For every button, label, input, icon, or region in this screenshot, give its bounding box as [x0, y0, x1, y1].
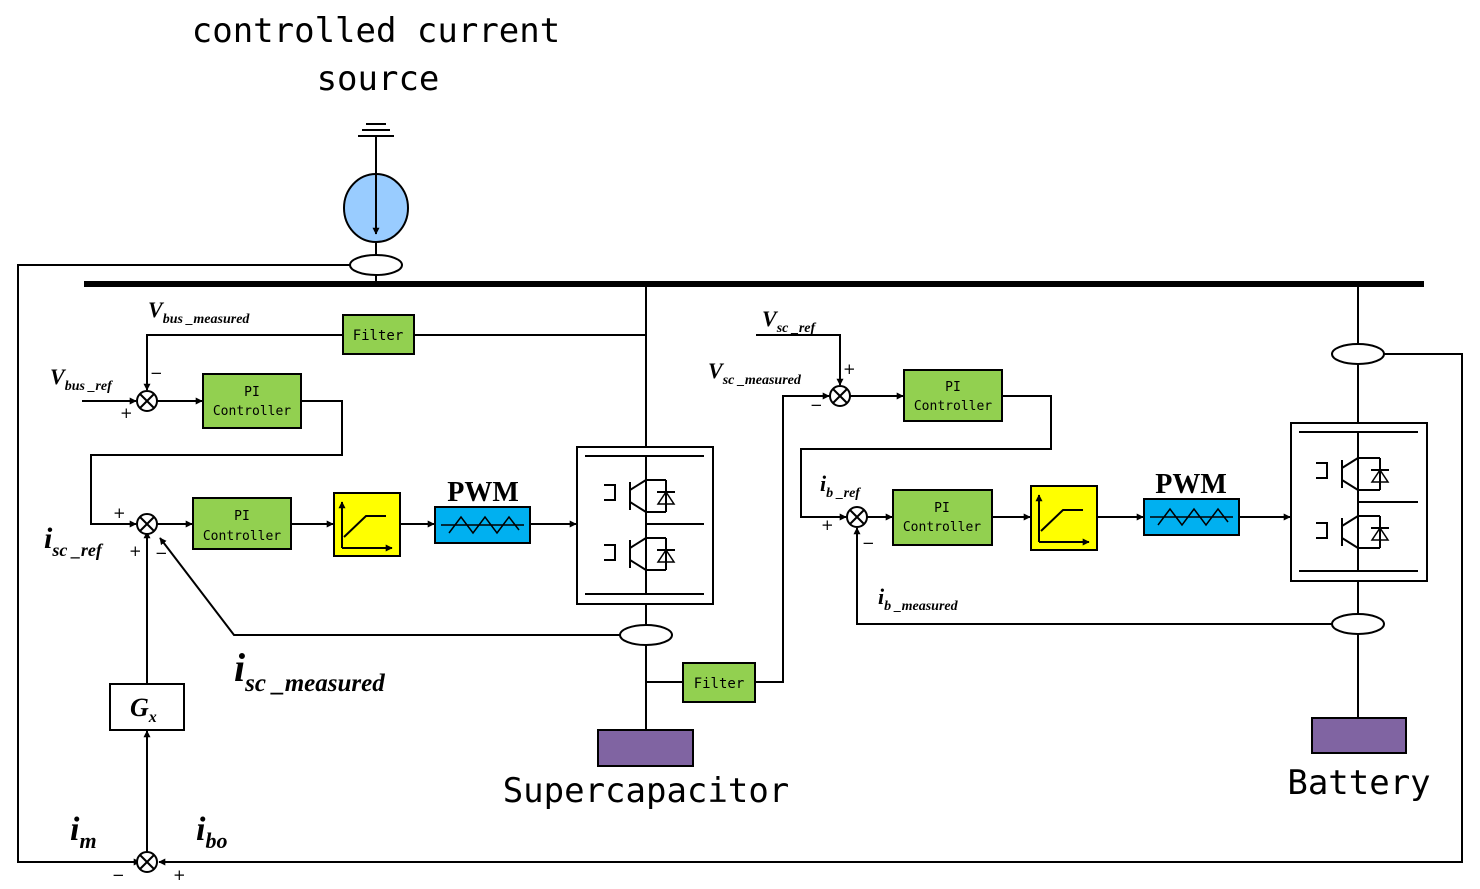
battery-block — [1311, 717, 1407, 754]
isc-ref-label: isc _ref — [44, 522, 104, 560]
title-line-1: controlled current — [192, 11, 560, 51]
pi2-label-1: PI — [234, 509, 250, 524]
ib-measured-wire — [853, 527, 1332, 625]
filter-sc-label: Filter — [694, 676, 745, 692]
gx-block — [109, 683, 185, 731]
isc-measured-label: isc _measured — [234, 645, 385, 697]
sign-isc-plus-bottom: + — [129, 542, 142, 560]
summing-junction-vsc — [829, 385, 851, 407]
ib-measured-label: ib _measured — [878, 584, 959, 614]
pi1-label-2: Controller — [213, 404, 291, 419]
pwm-right-label: PWM — [1155, 469, 1227, 500]
current-sensor-icon — [619, 624, 673, 646]
current-sensor-icon — [1331, 343, 1385, 365]
vbus-ref-label: Vbus _ref — [50, 364, 113, 394]
title-line-2: source — [317, 59, 440, 99]
pi4-label-2: Controller — [903, 520, 981, 535]
sign-ib-plus: + — [821, 516, 834, 534]
filter-bus-label: Filter — [353, 328, 404, 344]
sign-vbus-minus: − — [150, 364, 163, 382]
pi3-label-1: PI — [945, 380, 961, 395]
isc-measured-wire — [159, 537, 620, 636]
vsc-ref-label: Vsc _ref — [762, 306, 817, 336]
sign-vsc-minus: − — [810, 396, 823, 414]
sign-bottom-minus: − — [112, 866, 125, 884]
vbus-measured-label: Vbus _measured — [148, 297, 250, 327]
supercapacitor-label: Supercapacitor — [503, 771, 790, 811]
pi-controller-isc — [192, 497, 292, 550]
current-sensor-icon — [349, 254, 403, 276]
summing-junction-bottom — [136, 851, 158, 873]
sign-bottom-plus: + — [173, 866, 186, 884]
triangle-carrier-icon — [1143, 498, 1240, 536]
ground-icon — [358, 123, 394, 175]
battery-current-wire — [158, 353, 1463, 866]
rate-limiter-icon — [1030, 485, 1098, 551]
sign-vsc-plus: + — [843, 360, 856, 378]
pi-controller-vbus — [202, 373, 302, 429]
rate-limiter-icon — [333, 492, 401, 557]
sign-isc-minus: − — [155, 544, 168, 562]
triangle-carrier-icon — [434, 506, 531, 544]
pi4-label-1: PI — [934, 501, 950, 516]
sign-ib-minus: − — [862, 534, 875, 552]
summing-junction-ib — [846, 506, 868, 528]
pwm-left-label: PWM — [447, 477, 519, 508]
ibo-label: ibo — [196, 811, 227, 853]
pi-controller-ib — [892, 489, 993, 546]
pi3-label-2: Controller — [914, 399, 992, 414]
summing-junction-isc — [136, 513, 158, 535]
igbt-half-bridge-icon — [576, 446, 714, 605]
sign-vbus-plus: + — [120, 404, 133, 422]
supercapacitor-block — [597, 729, 694, 767]
pi2-label-2: Controller — [203, 529, 281, 544]
sign-isc-plus-left: + — [113, 504, 126, 522]
source-current-wire — [17, 264, 350, 866]
ib-ref-label: ib _ref — [820, 471, 861, 501]
vsc-measured-label: Vsc _measured — [708, 358, 802, 388]
igbt-half-bridge-icon — [1290, 422, 1428, 582]
im-label: im — [70, 811, 97, 853]
summing-junction-vbus — [136, 390, 158, 412]
pi-controller-vsc — [903, 369, 1003, 422]
pi1-label-1: PI — [244, 385, 260, 400]
gx-label: Gx — [130, 693, 157, 726]
filter-bus-block — [342, 314, 415, 355]
battery-label: Battery — [1287, 763, 1430, 803]
current-sensor-icon — [1331, 613, 1385, 635]
